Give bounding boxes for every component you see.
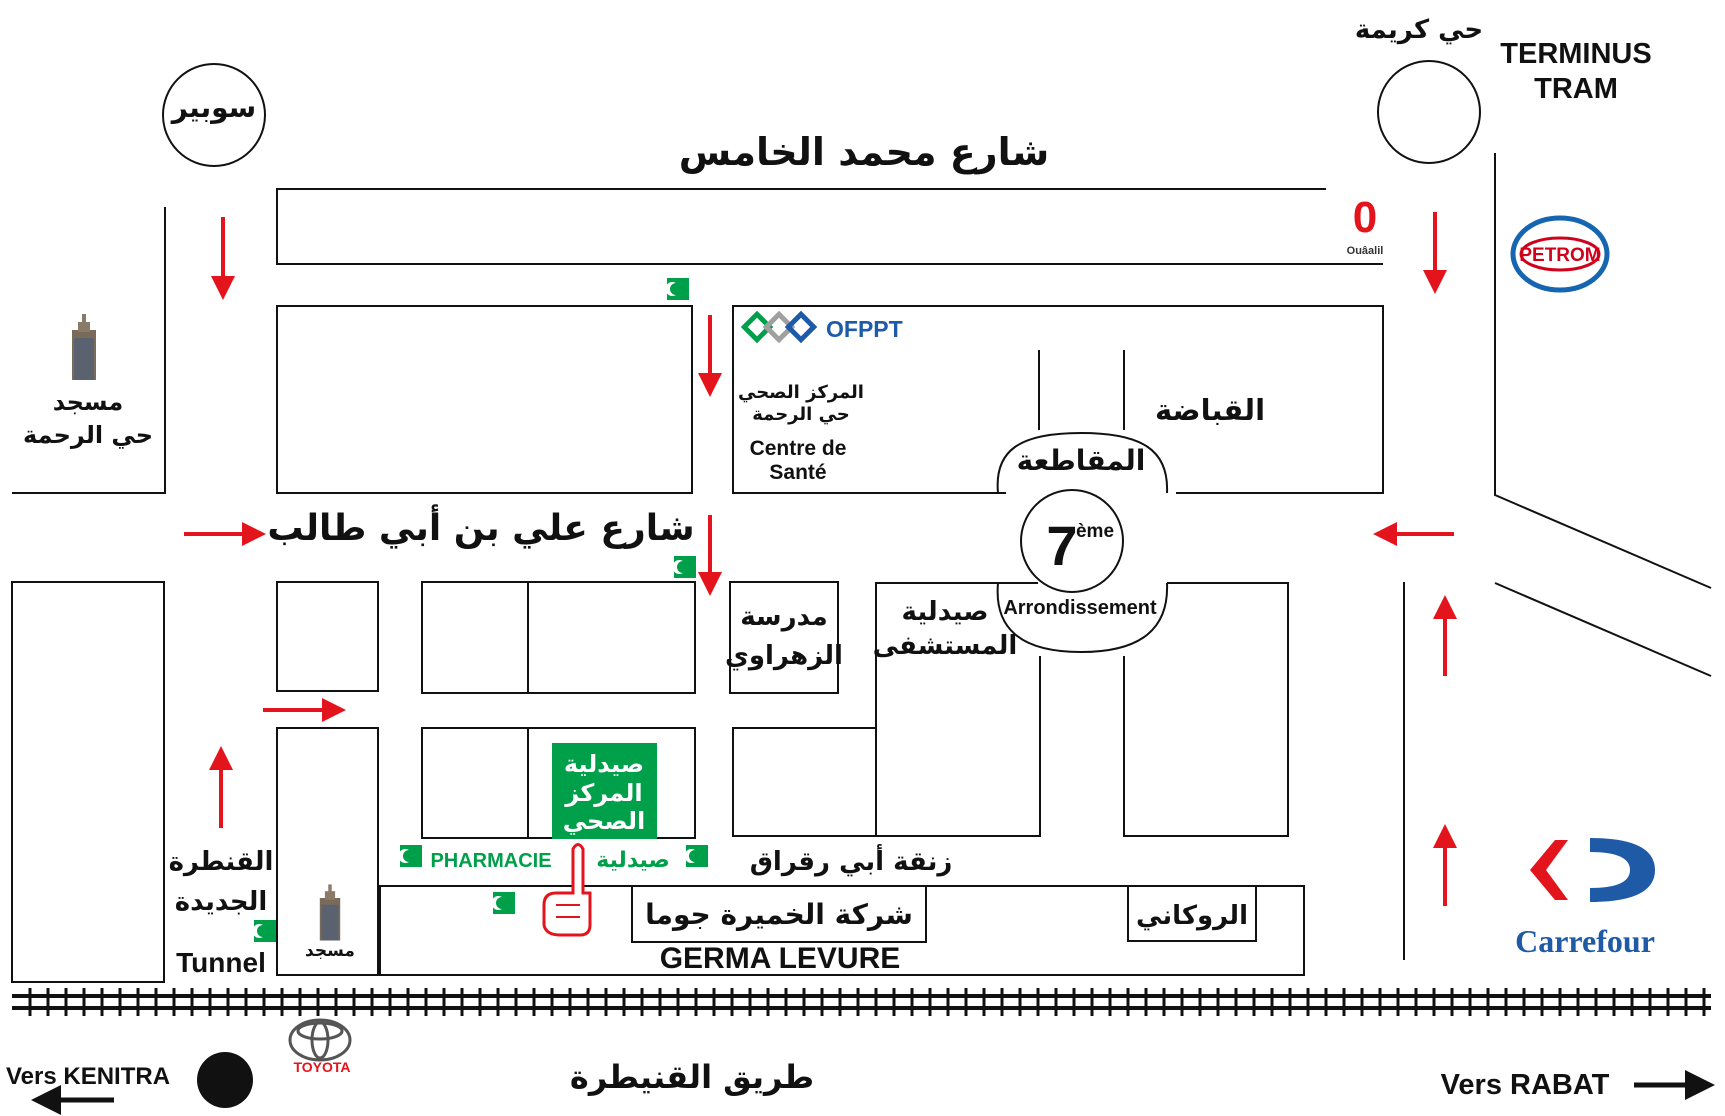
- ofppt-block-edge: [732, 305, 1384, 494]
- center-pharmacy-label-1: صيدلية: [564, 750, 644, 778]
- kantara-label-1: القنطرة: [169, 847, 274, 877]
- ofppt-label: OFPPT: [826, 316, 903, 342]
- left-road-edge-top: [12, 207, 166, 494]
- roukani-sign: [1127, 885, 1257, 942]
- mohamed-v-road-edge: [276, 188, 1383, 265]
- health-center-ar-2: حي الرحمة: [752, 404, 850, 425]
- school-block: [729, 581, 839, 694]
- pharmacy-crescent-icon-2: [672, 556, 696, 578]
- carrefour-label: Carrefour: [1515, 923, 1655, 959]
- pharmacy-crescent-icon-5: [491, 892, 515, 914]
- school-label-1: مدرسة: [740, 602, 827, 632]
- pharmacie-label: PHARMACIE: [430, 850, 551, 872]
- souibir-label: سوبير: [170, 91, 256, 124]
- tram-label: TRAM: [1534, 73, 1618, 105]
- block-small-1: [276, 581, 379, 692]
- hospital-pharmacy-label-2: المستشفى: [873, 631, 1018, 661]
- muqataa-label: المقاطعة: [1017, 444, 1146, 477]
- petrom-logo: PETROM: [1510, 215, 1610, 293]
- center-pharmacy-label-3: الصحي: [563, 807, 645, 835]
- block-upper-left: [276, 305, 693, 494]
- jouma-label: شركة الخميرة جوما: [645, 898, 913, 931]
- terminus-label: TERMINUS: [1500, 38, 1651, 70]
- roundabout-top-arc: [996, 431, 1169, 494]
- pharmacy-crescent-icon-3: [398, 845, 422, 867]
- carrefour-logo: Carrefour: [1515, 838, 1655, 959]
- ali-street-label: شارع علي بن أبي طالب: [267, 504, 694, 549]
- arrondissement-word: Arrondissement: [1003, 597, 1157, 619]
- roundabout-dot: [197, 1052, 253, 1108]
- arrondissement-number: 7: [1046, 514, 1077, 577]
- hospital-pharmacy-label-1: صيدلية: [902, 597, 989, 627]
- souibir-circle: [162, 63, 266, 167]
- hay-karima-label: حي كريمة: [1355, 15, 1483, 45]
- pharmacy-crescent-icon-6: [252, 920, 276, 942]
- railway-track: [12, 988, 1711, 1016]
- jouma-sign: [631, 885, 927, 943]
- health-center-fr-2: Santé: [769, 461, 826, 484]
- svg-text:0: 0: [1353, 193, 1377, 242]
- mohamed-v-street-label: شارع محمد الخامس: [679, 130, 1049, 174]
- health-center-fr-1: Centre de: [750, 437, 847, 460]
- center-pharmacy-sign: صيدلية المركز الصحي: [552, 743, 657, 839]
- left-block: [11, 581, 165, 983]
- petrom-label: PETROM: [1519, 245, 1600, 266]
- block-mid-4: [732, 727, 877, 837]
- toyota-logo: TOYOTA: [288, 1018, 352, 1075]
- terminus-circle: [1377, 60, 1481, 164]
- roukani-label: الروكاني: [1136, 901, 1248, 931]
- right-road-edge-upper: [1494, 153, 1712, 589]
- arrondissement-circle: [1020, 489, 1124, 593]
- qabada-label: القباضة: [1155, 393, 1265, 427]
- center-pharmacy-label-2: المركز: [564, 779, 642, 807]
- vers-rabat-label: Vers RABAT: [1441, 1069, 1610, 1101]
- pharmacy-crescent-icon-4: [684, 845, 708, 867]
- school-label-2: الزهراوي: [725, 641, 843, 671]
- arrondissement-sup: ème: [1076, 521, 1114, 542]
- mosque-rahma-label-2: حي الرحمة: [23, 421, 153, 449]
- vers-kenitra-label: Vers KENITRA: [6, 1063, 170, 1090]
- toyota-label: TOYOTA: [293, 1059, 350, 1075]
- right-block-edge: [1123, 582, 1289, 837]
- tunnel-label: Tunnel: [176, 947, 266, 978]
- mosque-rahma-label-1: مسجد: [53, 388, 123, 416]
- block-mid-1: [421, 581, 529, 694]
- mosque-rahma-icon: [72, 314, 96, 380]
- block-mid-2: [527, 581, 696, 694]
- block-mid-3: [421, 727, 529, 839]
- right-road-edge-lower: [1494, 582, 1712, 677]
- pointing-hand-icon: [542, 843, 592, 937]
- kantara-label-2: الجديدة: [175, 887, 268, 917]
- saydaliya-label: صيدلية: [596, 848, 670, 873]
- ouaalil-label: Ouâalil: [1347, 245, 1384, 257]
- ouaalil-logo: 0 Ouâalil: [1347, 193, 1384, 257]
- germa-label: GERMA LEVURE: [660, 942, 901, 975]
- masjid-label: مسجد: [305, 941, 355, 961]
- abi-raqraq-label: زنقة أبي رقراق: [750, 844, 953, 877]
- roundabout-bottom-arc: [996, 582, 1169, 654]
- traffic-arrows: [184, 212, 1457, 906]
- pharmacy-crescent-icon-1: [665, 278, 689, 300]
- kenitra-road-label: طريق القنيطرة: [570, 1058, 814, 1096]
- health-center-ar-1: المركز الصحي: [738, 382, 864, 403]
- ofppt-logo: OFPPT: [740, 310, 903, 344]
